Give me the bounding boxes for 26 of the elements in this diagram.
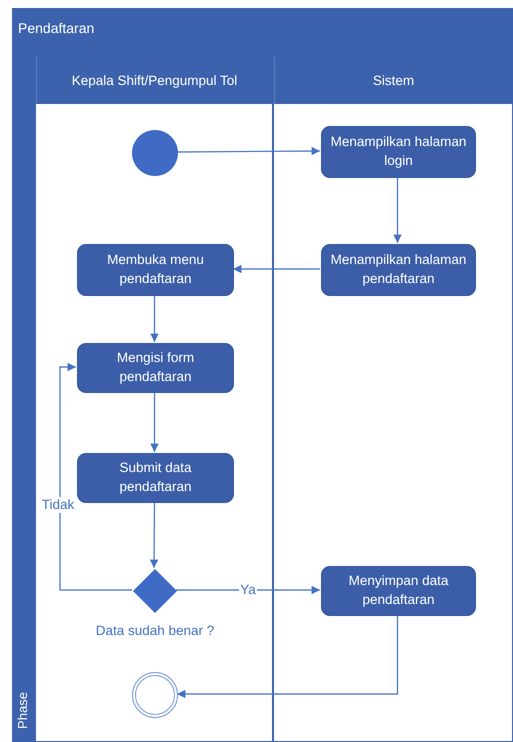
arrow <box>150 502 158 568</box>
action-box: Menampilkan halaman pendaftaran <box>321 244 476 296</box>
arrow <box>177 615 398 698</box>
lane-header: Kepala Shift/Pengumpul Tol <box>36 56 272 104</box>
start-node <box>132 130 178 176</box>
pool-title: Pendaftaran <box>18 20 94 36</box>
action-box: Menampilkan halaman login <box>321 126 476 178</box>
decision-label: Data sudah benar ? <box>96 623 214 638</box>
arrow <box>176 586 320 594</box>
lane-header: Sistem <box>274 56 512 104</box>
action-box: Menyimpan data pendaftaran <box>321 566 476 616</box>
arrow <box>393 177 402 243</box>
arrow <box>233 264 320 274</box>
action-box: Membuka menu pendaftaran <box>77 244 234 296</box>
swimlane <box>273 55 513 742</box>
swimlane <box>35 55 273 742</box>
end-node <box>132 672 178 718</box>
pool-band <box>12 8 513 742</box>
arrow <box>150 295 159 342</box>
arrow <box>177 146 320 156</box>
arrow <box>150 392 159 452</box>
arrow <box>59 362 132 591</box>
phase-label: Phase <box>14 692 30 729</box>
action-box: Submit data pendaftaran <box>77 453 234 503</box>
action-box: Mengisi form pendaftaran <box>77 343 234 393</box>
edge-label: Tidak <box>40 497 76 513</box>
